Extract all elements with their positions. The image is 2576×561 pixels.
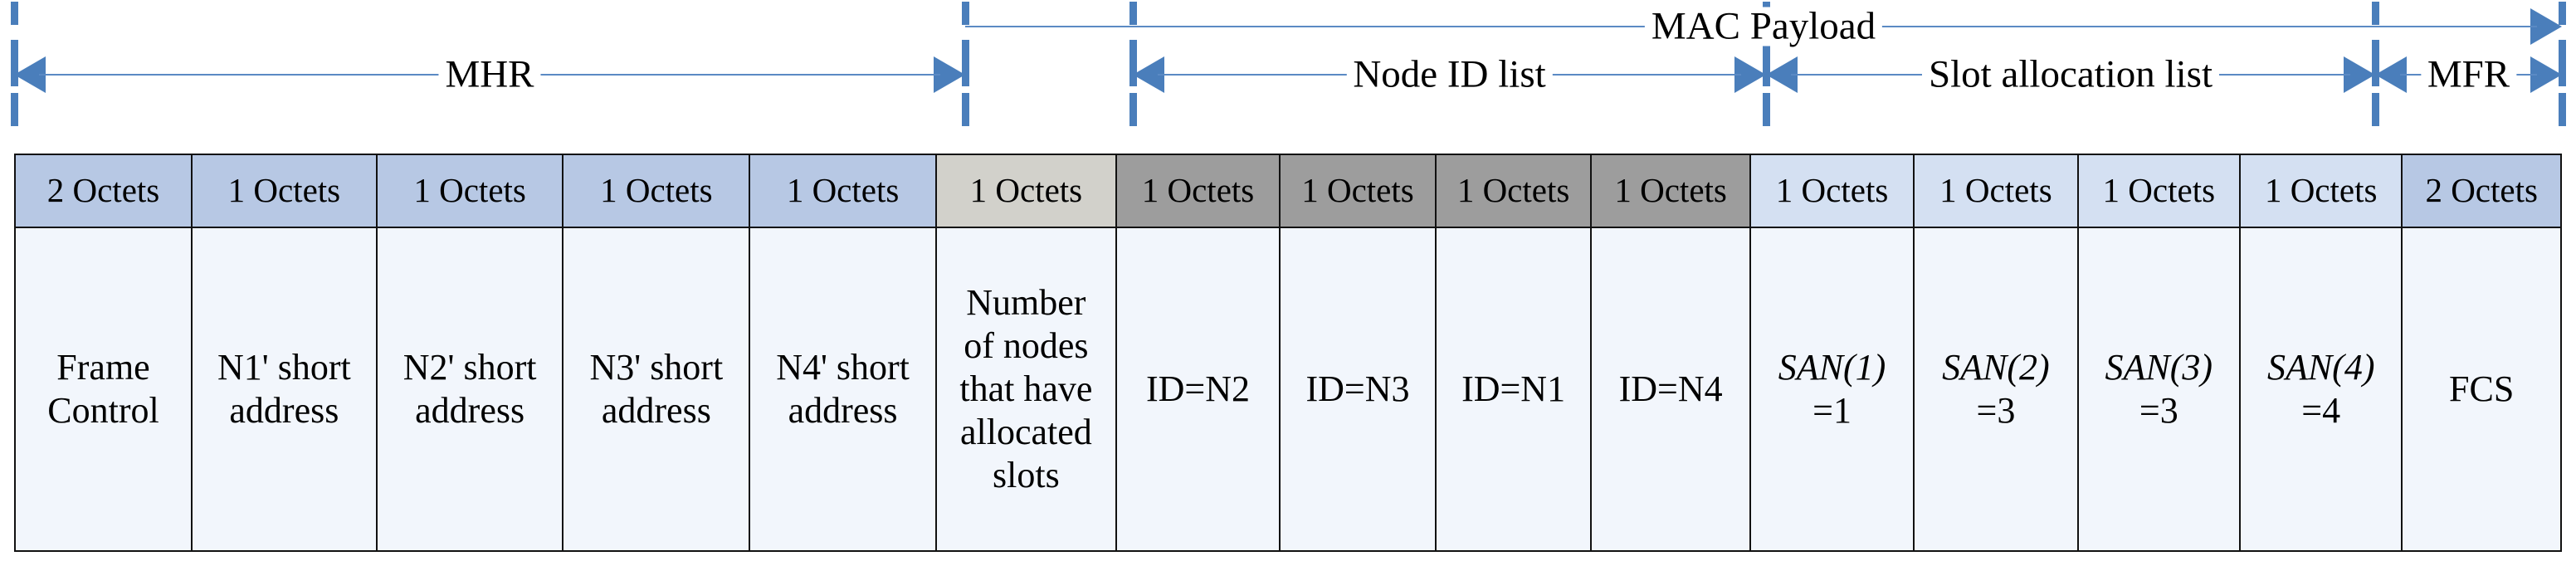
field-content-line: that have <box>959 368 1093 410</box>
field-content-line: ID=N4 <box>1618 368 1723 410</box>
octet-size-header-cell: 1 Octets <box>1434 154 1593 228</box>
field-content-line: =4 <box>2301 390 2341 431</box>
section-divider-dash <box>1129 93 1137 126</box>
section-divider-dash <box>1763 93 1770 126</box>
octet-size-header-cell: 1 Octets <box>934 154 1117 228</box>
octet-size-label: 2 Octets <box>2425 171 2538 210</box>
octet-size-label: 1 Octets <box>1456 171 1570 210</box>
field-content-line: SAN(4) <box>2266 347 2375 388</box>
field-content-line: address <box>601 390 711 431</box>
bracket-label-node-id-list: Node ID list <box>1346 55 1553 95</box>
section-divider-dash <box>2559 2 2566 25</box>
field-content-cell: SAN(2)=3 <box>1913 227 2079 552</box>
bracket-label-mac-payload: MAC Payload <box>1644 7 1883 46</box>
section-divider-dash <box>11 2 18 25</box>
octet-size-header-row: 2 Octets 1 Octets 1 Octets 1 Octets 1 Octets… <box>14 154 2562 228</box>
field-content-cell: ID=N3 <box>1279 227 1437 552</box>
field-content-line: SAN(3) <box>2105 347 2213 388</box>
field-content-line: FCS <box>2449 368 2515 410</box>
field-content-line: N3' short <box>589 347 724 388</box>
octet-size-header-cell: 1 Octets <box>1913 154 2079 228</box>
octet-size-header-cell: 1 Octets <box>2238 154 2403 228</box>
field-content-line: N2' short <box>402 347 537 388</box>
field-content-line: address <box>229 390 339 431</box>
octet-size-label: 1 Octets <box>1939 171 2052 210</box>
mac-frame-structure-table: 2 Octets 1 Octets 1 Octets 1 Octets 1 Octets… <box>14 154 2562 552</box>
bracket-label-mhr: MHR <box>438 55 541 95</box>
octet-size-header-cell: 1 Octets <box>1115 154 1281 228</box>
octet-size-label: 1 Octets <box>1301 171 1414 210</box>
field-content-line: ID=N2 <box>1145 368 1251 410</box>
field-content-line: of nodes <box>964 325 1089 367</box>
octet-size-label: 2 Octets <box>46 171 160 210</box>
section-divider-dash <box>962 40 969 86</box>
field-content-line: N4' short <box>776 347 910 388</box>
octet-size-label: 1 Octets <box>1614 171 1727 210</box>
field-content-cell: ID=N4 <box>1590 227 1751 552</box>
octet-size-label: 1 Octets <box>1775 171 1889 210</box>
octet-size-header-cell: 1 Octets <box>1590 154 1751 228</box>
octet-size-header-cell: 1 Octets <box>749 154 937 228</box>
field-content-line: N1' short <box>217 347 351 388</box>
bracket-label-slot-alloc: Slot allocation list <box>1921 55 2220 95</box>
field-content-cell: ID=N1 <box>1434 227 1593 552</box>
octet-size-header-cell: 1 Octets <box>562 154 751 228</box>
field-content-line: =3 <box>1976 390 2016 431</box>
table-header-row-group: 2 Octets 1 Octets 1 Octets 1 Octets 1 Octets… <box>14 154 2562 228</box>
field-content-line: Frame <box>56 347 150 388</box>
field-content-line: address <box>788 390 898 431</box>
section-divider-dash <box>1129 2 1137 25</box>
section-divider-dash <box>962 93 969 126</box>
field-content-line: allocated <box>959 411 1092 452</box>
field-content-cell: ID=N2 <box>1115 227 1281 552</box>
field-content-line: =1 <box>1812 390 1852 431</box>
section-divider-dash <box>962 2 969 25</box>
field-content-line: =3 <box>2139 390 2178 431</box>
octet-size-header-cell: 1 Octets <box>375 154 564 228</box>
field-content-cell: SAN(4)=4 <box>2238 227 2403 552</box>
section-divider-dash <box>11 93 18 126</box>
field-content-line: slots <box>993 454 1060 495</box>
field-content-line: ID=N1 <box>1461 368 1566 410</box>
section-divider-dash <box>2559 40 2566 86</box>
section-divider-dash <box>2559 93 2566 126</box>
bracket-label-mfr: MFR <box>2420 55 2517 95</box>
octet-size-label: 1 Octets <box>1141 171 1255 210</box>
octet-size-header-cell: 1 Octets <box>1749 154 1915 228</box>
octet-size-header-cell: 2 Octets <box>14 154 193 228</box>
section-divider-dash <box>2372 93 2379 126</box>
octet-size-label: 1 Octets <box>413 171 526 210</box>
octet-size-label: 1 Octets <box>2102 171 2216 210</box>
field-content-line: ID=N3 <box>1305 368 1410 410</box>
octet-size-header-cell: 1 Octets <box>2076 154 2242 228</box>
field-content-line: SAN(1) <box>1778 347 1886 388</box>
field-content-line: address <box>415 390 525 431</box>
field-content-line: Control <box>47 390 159 431</box>
field-content-line: SAN(2) <box>1942 347 2050 388</box>
octet-size-header-cell: 2 Octets <box>2401 154 2562 228</box>
field-content-line: Number <box>966 282 1086 324</box>
field-content-cell: SAN(1)=1 <box>1749 227 1915 552</box>
octet-size-label: 1 Octets <box>786 171 900 210</box>
section-divider-dash <box>2372 2 2379 25</box>
octet-size-label: 1 Octets <box>227 171 341 210</box>
octet-size-label: 1 Octets <box>2264 171 2378 210</box>
field-content-cell: FCS <box>2401 227 2562 552</box>
field-content-cell: SAN(3)=3 <box>2076 227 2242 552</box>
octet-size-header-cell: 1 Octets <box>1279 154 1437 228</box>
octet-size-label: 1 Octets <box>600 171 713 210</box>
octet-size-label: 1 Octets <box>969 171 1083 210</box>
octet-size-header-cell: 1 Octets <box>191 154 378 228</box>
